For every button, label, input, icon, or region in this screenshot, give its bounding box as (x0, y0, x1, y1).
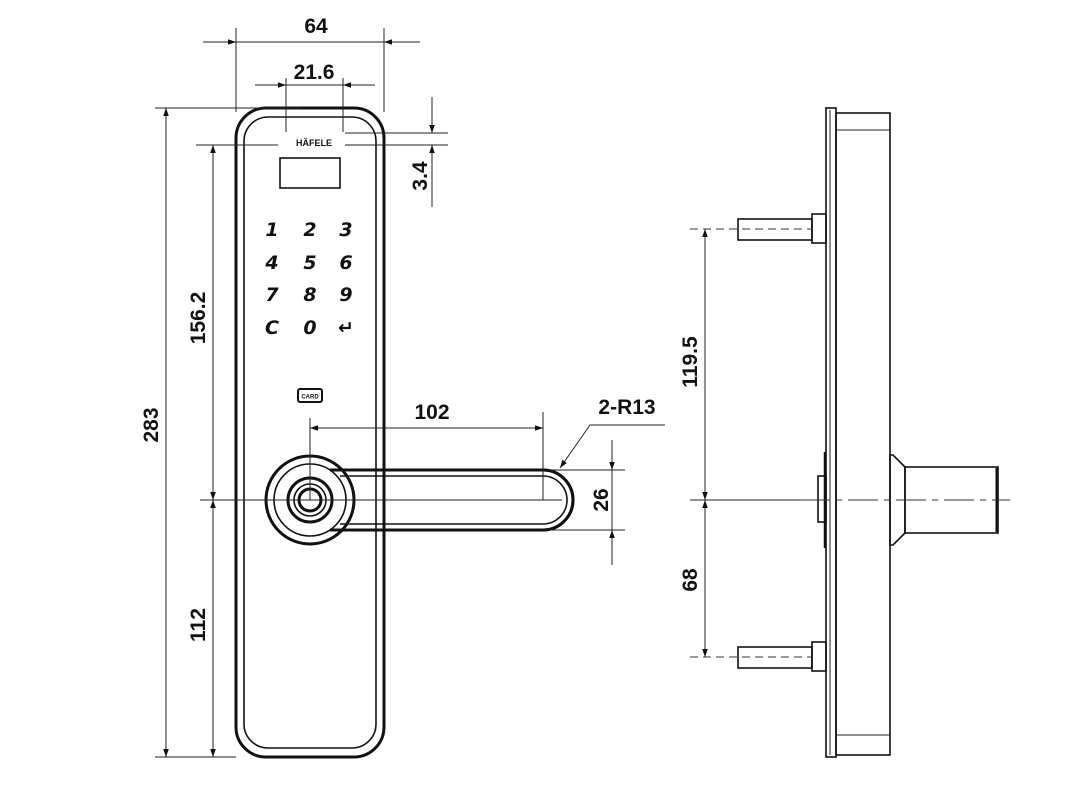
dim-handle-height: 26 (590, 488, 613, 511)
dim-logo-offset: 3.4 (409, 161, 432, 191)
dim-logo-width: 21.6 (294, 61, 335, 84)
dim-overall-width: 64 (304, 15, 328, 38)
front-plate-inner (243, 116, 377, 749)
key-enter: ↵ (338, 317, 354, 339)
dim-upper-fixing: 119.5 (679, 336, 702, 388)
dim-handle-length: 102 (414, 401, 449, 424)
card-label: CARD (301, 395, 319, 401)
keypad: 1 2 3 4 5 6 7 8 9 C 0 ↵ (264, 219, 354, 339)
dim-upper-to-handle: 156.2 (187, 292, 210, 345)
key-4: 4 (264, 252, 278, 274)
dim-lower-from-handle: 112 (187, 608, 210, 642)
dim-handle-radius: 2-R13 (598, 396, 655, 419)
key-5: 5 (303, 252, 316, 274)
side-view (690, 107, 1010, 758)
key-0: 0 (303, 317, 316, 339)
dimensions-side: 119.5 68 (679, 229, 800, 657)
brand-logo: HÄFELE (296, 138, 332, 148)
key-9: 9 (339, 284, 352, 306)
key-clear: C (265, 317, 279, 339)
key-1: 1 (265, 219, 278, 241)
key-7: 7 (265, 284, 279, 306)
front-view: HÄFELE 1 2 3 4 5 6 7 8 9 C 0 ↵ CARD (200, 106, 575, 759)
dim-lower-fixing: 68 (679, 568, 702, 592)
card-reader-icon: CARD (297, 388, 323, 403)
display-window (279, 157, 341, 189)
key-8: 8 (303, 284, 316, 306)
dim-overall-height: 283 (140, 407, 163, 442)
key-3: 3 (339, 219, 352, 241)
key-2: 2 (303, 219, 316, 241)
dimensions-front: 64 21.6 3.4 283 156.2 112 102 (140, 15, 665, 758)
front-plate-outer (234, 106, 386, 759)
key-6: 6 (339, 252, 352, 274)
